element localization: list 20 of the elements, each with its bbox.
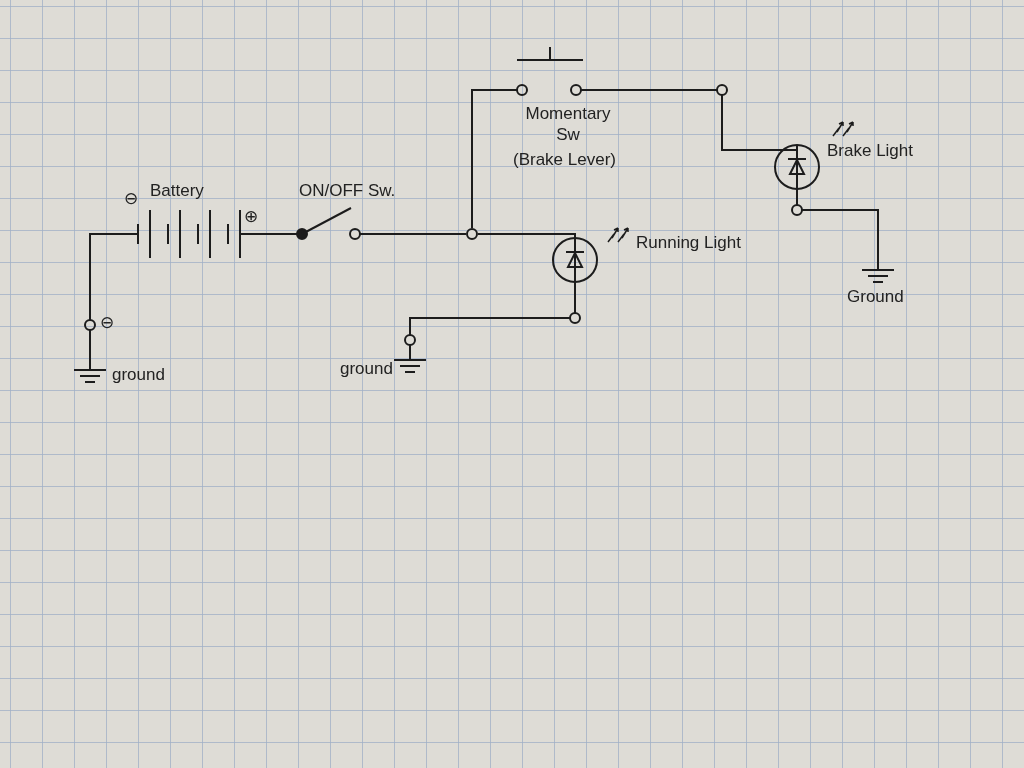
component-label: Running Light	[636, 232, 741, 254]
wire	[384, 233, 467, 235]
wire	[89, 233, 121, 319]
component-label: Ground	[847, 286, 904, 308]
component-label: Brake Light	[827, 140, 913, 162]
wire	[261, 233, 286, 235]
wire	[694, 89, 776, 151]
component-label: ⊖	[124, 188, 138, 210]
wire	[877, 214, 879, 261]
component-label: ground	[340, 358, 393, 380]
component-label: Battery	[150, 180, 204, 202]
wire	[471, 89, 506, 229]
component-label: (Brake Lever)	[513, 149, 616, 171]
component-label: ground	[112, 364, 165, 386]
component-label: Momentary Sw	[524, 103, 612, 146]
wire	[409, 317, 551, 334]
wire	[477, 233, 551, 235]
terminal-polarity-label: ⊖	[100, 312, 114, 334]
component-label: ON/OFF Sw.	[299, 180, 396, 202]
component-label: ⊕	[244, 206, 258, 228]
